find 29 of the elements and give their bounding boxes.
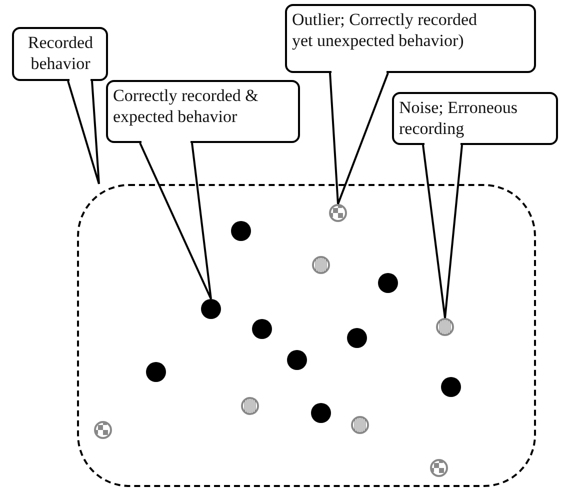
callout-box <box>106 80 300 143</box>
dashed-region <box>77 184 536 487</box>
callout-pointer <box>329 72 389 205</box>
data-point <box>231 221 251 241</box>
striped-data-point <box>312 256 330 274</box>
checkered-data-point <box>94 421 112 439</box>
callout-text: Noise; Erroneous recording <box>399 97 519 139</box>
callout-text: Outlier; Correctly recorded yet unexpected behavior) <box>292 9 478 51</box>
callout-box <box>392 92 558 145</box>
callout-box <box>12 27 108 81</box>
callout-text: Recorded behavior <box>26 32 94 74</box>
striped-data-point <box>351 416 369 434</box>
callout-text: Correctly recorded & expected behavior <box>113 85 260 127</box>
striped-data-point <box>436 318 454 336</box>
data-point <box>347 328 367 348</box>
data-point <box>311 403 331 423</box>
checkered-data-point <box>329 204 347 222</box>
data-point <box>201 299 221 319</box>
data-point <box>146 362 166 382</box>
data-point <box>287 350 307 370</box>
callout-pointer <box>67 80 100 185</box>
data-point <box>252 319 272 339</box>
data-point <box>441 377 461 397</box>
data-point <box>378 273 398 293</box>
checkered-data-point <box>430 459 448 477</box>
callout-box <box>285 4 536 73</box>
striped-data-point <box>241 397 259 415</box>
callout-pointer <box>422 144 463 319</box>
callout-pointer <box>139 142 212 300</box>
